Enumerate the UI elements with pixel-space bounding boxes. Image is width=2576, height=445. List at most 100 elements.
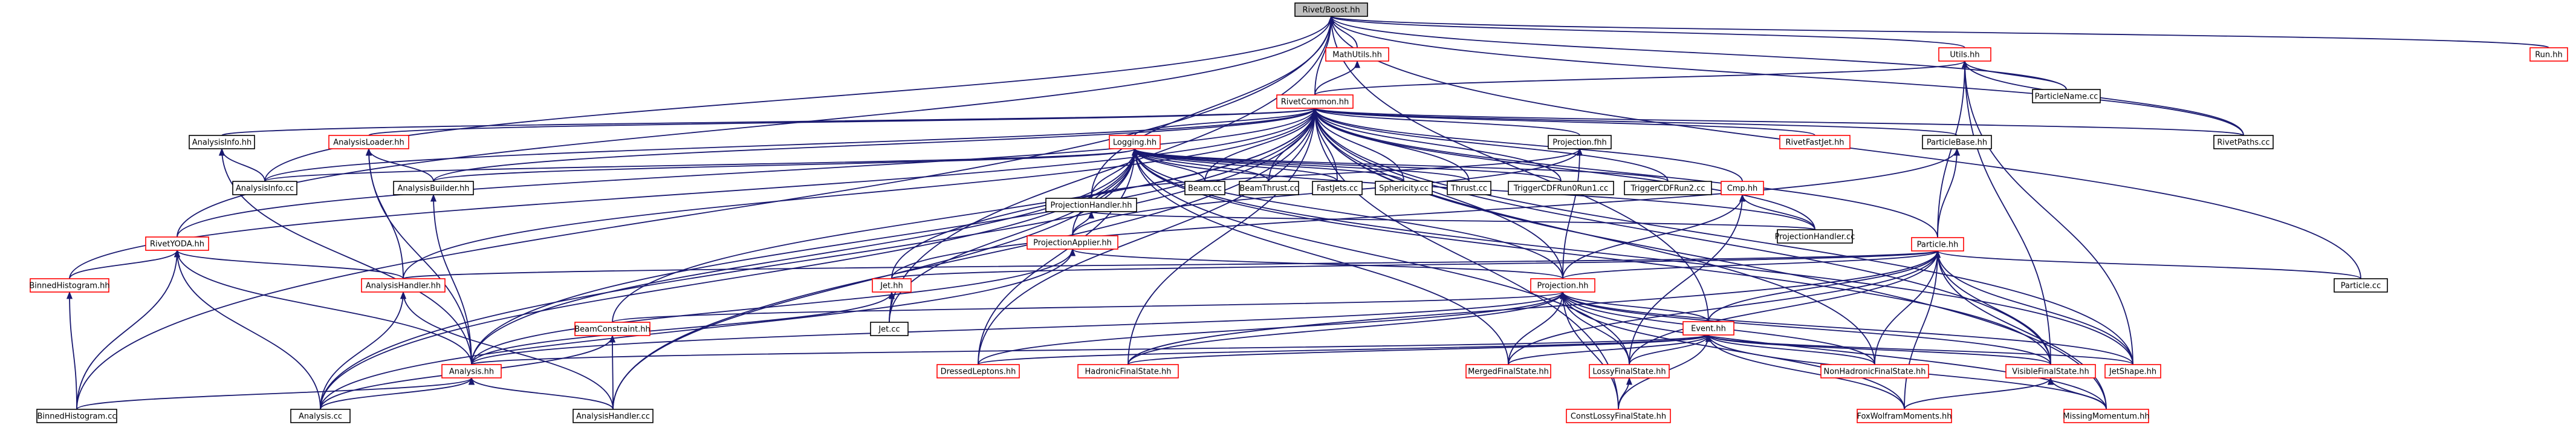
node-triggercdfrun0run1-cc[interactable]: TriggerCDFRun0Run1.cc [1508, 181, 1614, 195]
node-analysisbuilder-hh[interactable]: AnalysisBuilder.hh [393, 181, 474, 195]
node-projectionhandler-cc[interactable]: ProjectionHandler.cc [1775, 229, 1855, 244]
node-box [145, 236, 209, 251]
edge-analysisbuilder-hh-to-analysis-hh [430, 193, 472, 365]
edge-projection-hh-to-event-hh [1560, 291, 1709, 322]
node-rivetpaths-cc[interactable]: RivetPaths.cc [2213, 135, 2274, 149]
node-label: FastJets.cc [1317, 184, 1358, 193]
node-missingmomentum-hh[interactable]: MissingMomentum.hh [2063, 409, 2150, 423]
edge-particle-hh-to-projection-hh [1562, 250, 1941, 279]
node-event-hh[interactable]: Event.hh [1682, 321, 1734, 336]
edge-rivetcommon-hh-to-particle-hh [1312, 107, 1938, 238]
edge-projection-hh-to-analysis-hh [471, 291, 1566, 365]
edge-rivet-boost-hh-to-rivetpaths-cc [1328, 15, 2244, 136]
edge-projection-hh-to-foxwolframmoments-hh [1560, 291, 1905, 410]
node-beamconstraint-hh[interactable]: BeamConstraint.hh [574, 322, 650, 336]
node-binnedhistogram-hh[interactable]: BinnedHistogram.hh [29, 278, 110, 293]
edge-particle-hh-to-jetshape-hh [1934, 250, 2133, 365]
node-label: MathUtils.hh [1332, 51, 1382, 60]
node-label: BinnedHistogram.hh [29, 282, 109, 291]
node-visiblefinalstate-hh[interactable]: VisibleFinalState.hh [2005, 364, 2096, 378]
edge-utils-hh-to-visiblefinalstate-hh [1961, 60, 2051, 365]
node-box [936, 364, 1020, 378]
edge-rivetcommon-hh-to-rivetpaths-cc [1312, 107, 2244, 136]
node-analysishandler-hh[interactable]: AnalysisHandler.hh [361, 278, 446, 293]
edge-visiblefinalstate-hh-to-missingmomentum-hh [2048, 377, 2107, 410]
node-mathutils-hh[interactable]: MathUtils.hh [1325, 47, 1389, 62]
node-box [1922, 135, 1992, 149]
node-utils-hh[interactable]: Utils.hh [1938, 47, 1991, 62]
edge-event-hh-to-visiblefinalstate-hh [1705, 334, 2051, 365]
node-analysis-cc[interactable]: Analysis.cc [290, 409, 351, 423]
node-box [1566, 409, 1671, 423]
node-analysishandler-cc[interactable]: AnalysisHandler.cc [573, 409, 654, 423]
edge-logging-hh-to-fastjets-cc [1132, 148, 1338, 182]
node-analysisloader-hh[interactable]: AnalysisLoader.hh [328, 135, 409, 149]
node-label: Analysis.hh [449, 368, 494, 377]
node-fastjets-cc[interactable]: FastJets.cc [1312, 181, 1363, 195]
node-beamthrust-cc[interactable]: BeamThrust.cc [1239, 181, 1299, 195]
node-rivet-boost-hh[interactable]: Rivet/Boost.hh [1294, 2, 1368, 17]
node-analysisinfo-hh[interactable]: AnalysisInfo.hh [189, 135, 255, 149]
node-projectionapplier-hh[interactable]: ProjectionApplier.hh [1027, 235, 1118, 250]
node-label: Particle.hh [1917, 241, 1959, 250]
edge-analysishandler-hh-to-analysishandler-cc [400, 291, 614, 410]
edge-projection-hh-to-mergedfinalstate-hh [1508, 291, 1566, 365]
node-logging-hh[interactable]: Logging.hh [1109, 135, 1161, 149]
node-box [1548, 135, 1612, 149]
edge-analysis-hh-to-binnedhistogram-cc [76, 377, 475, 410]
edge-rivetcommon-hh-to-particlebase-hh [1312, 107, 1958, 136]
node-beam-cc[interactable]: Beam.cc [1184, 181, 1225, 195]
node-jetshape-hh[interactable]: JetShape.hh [2104, 364, 2161, 378]
node-projection-fhh[interactable]: Projection.fhh [1548, 135, 1612, 149]
edge-event-hh-to-mergedfinalstate-hh [1508, 334, 1711, 365]
edge-event-hh-to-jetshape-hh [1705, 334, 2133, 365]
edge-analysis-hh-to-analysis-cc [320, 377, 475, 410]
node-projectionhandler-hh[interactable]: ProjectionHandler.hh [1045, 198, 1137, 212]
node-cmp-hh[interactable]: Cmp.hh [1721, 181, 1764, 195]
edge-logging-hh-to-thrust-cc [1132, 148, 1470, 182]
node-hadronicfinalstate-hh[interactable]: HadronicFinalState.hh [1077, 364, 1179, 378]
edge-logging-hh-to-triggercdfrun2-cc [1132, 148, 1669, 182]
node-box [1589, 364, 1670, 378]
node-jet-hh[interactable]: Jet.hh [872, 278, 912, 293]
node-rivetyoda-hh[interactable]: RivetYODA.hh [145, 236, 209, 251]
node-box [573, 409, 654, 423]
edge-rivetcommon-hh-to-rivetfastjet-hh [1312, 107, 1815, 136]
node-label: Beam.cc [1188, 184, 1222, 193]
node-rivetfastjet-hh[interactable]: RivetFastJet.hh [1779, 135, 1851, 149]
node-particle-hh[interactable]: Particle.hh [1911, 237, 1964, 252]
node-particlename-cc[interactable]: ParticleName.cc [2032, 89, 2101, 103]
node-projection-hh[interactable]: Projection.hh [1530, 278, 1595, 293]
node-analysisinfo-cc[interactable]: AnalysisInfo.cc [232, 181, 297, 195]
node-constlossyfinalstate-hh[interactable]: ConstLossyFinalState.hh [1566, 409, 1671, 423]
edge-projectionapplier-hh-to-analysis-cc [320, 248, 1075, 410]
node-thrust-cc[interactable]: Thrust.cc [1447, 181, 1491, 195]
node-triggercdfrun2-cc[interactable]: TriggerCDFRun2.cc [1624, 181, 1712, 195]
node-label: RivetPaths.cc [2217, 138, 2269, 148]
node-analysis-hh[interactable]: Analysis.hh [441, 364, 502, 378]
node-box [2334, 278, 2388, 293]
node-run-hh[interactable]: Run.hh [2529, 47, 2568, 62]
node-sphericity-cc[interactable]: Sphericity.cc [1375, 181, 1433, 195]
node-dressedleptons-hh[interactable]: DressedLeptons.hh [936, 364, 1020, 378]
node-binnedhistogram-cc[interactable]: BinnedHistogram.cc [36, 409, 117, 423]
node-jet-cc[interactable]: Jet.cc [870, 322, 909, 336]
edge-analysis-hh-to-analysishandler-cc [469, 377, 614, 410]
node-box [872, 278, 912, 293]
edge-logging-hh-to-triggercdfrun0run1-cc [1132, 148, 1562, 182]
edge-particle-hh-to-lossyfinalstate-hh [1629, 250, 1941, 365]
node-lossyfinalstate-hh[interactable]: LossyFinalState.hh [1589, 364, 1670, 378]
node-rivetcommon-hh[interactable]: RivetCommon.hh [1276, 94, 1354, 109]
edge-rivetyoda-hh-to-analysishandler-hh [174, 249, 404, 279]
node-particlebase-hh[interactable]: ParticleBase.hh [1922, 135, 1992, 149]
node-particle-cc[interactable]: Particle.cc [2334, 278, 2388, 293]
node-box [1294, 2, 1368, 17]
node-box [2104, 364, 2161, 378]
node-box [1508, 181, 1614, 195]
edge-projection-hh-to-hadronicfinalstate-hh [1127, 291, 1566, 365]
edge-rivetcommon-hh-to-analysishandler-hh [403, 107, 1318, 279]
node-mergedfinalstate-hh[interactable]: MergedFinalState.hh [1465, 364, 1551, 378]
node-foxwolframmoments-hh[interactable]: FoxWolframMoments.hh [1857, 409, 1952, 423]
node-nonhadronicfinalstate-hh[interactable]: NonHadronicFinalState.hh [1820, 364, 1929, 378]
edge-logging-hh-to-projection-hh [1132, 148, 1563, 279]
